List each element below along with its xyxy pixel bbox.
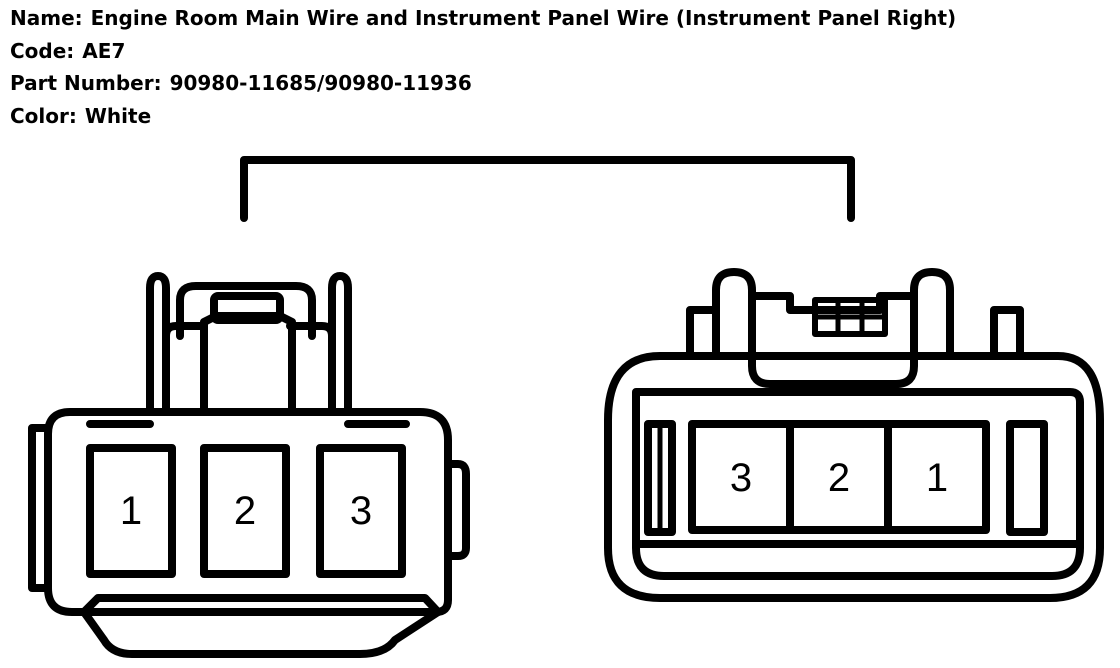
right-connector-shoulder-right bbox=[990, 306, 1024, 360]
color-label: Color: bbox=[10, 103, 77, 128]
left-pin-number-1: 1 bbox=[120, 489, 142, 533]
right-connector-latch-body bbox=[712, 268, 954, 388]
connector-info: Name: Engine Room Main Wire and Instrumen… bbox=[10, 4, 956, 134]
color-value: White bbox=[84, 103, 152, 128]
right-connector: 3 2 1 bbox=[604, 268, 1104, 602]
mating-bracket bbox=[240, 156, 855, 222]
right-pin-cavity-1 bbox=[884, 420, 990, 534]
left-connector-lock-post bbox=[162, 322, 336, 416]
left-connector-left-tab bbox=[28, 424, 52, 592]
left-connector: 1 2 3 bbox=[28, 272, 470, 658]
name-row: Name: Engine Room Main Wire and Instrumen… bbox=[10, 4, 956, 37]
right-connector-inner-frame bbox=[632, 388, 1084, 580]
right-connector-lock-grid bbox=[812, 297, 888, 337]
part-number-row: Part Number: 90980-11685/90980-11936 bbox=[10, 69, 956, 102]
code-value: AE7 bbox=[82, 38, 126, 63]
left-connector-right-tab bbox=[444, 460, 470, 560]
code-label: Code: bbox=[10, 38, 75, 63]
code-row: Code: AE7 bbox=[10, 37, 956, 70]
right-pin-number-2: 2 bbox=[828, 456, 850, 500]
name-label: Name: bbox=[10, 6, 83, 30]
left-connector-latch-arm-right bbox=[328, 272, 352, 416]
left-connector-bottom-skirt bbox=[80, 594, 442, 658]
part-number-label: Part Number: bbox=[10, 71, 162, 95]
left-connector-lock-tab bbox=[210, 292, 284, 324]
right-pin-number-3: 3 bbox=[730, 456, 752, 500]
name-value: Engine Room Main Wire and Instrument Pan… bbox=[90, 6, 957, 30]
left-connector-latch-arm-left bbox=[146, 272, 170, 416]
left-pin-number-3: 3 bbox=[350, 489, 372, 533]
left-pin-cavity-1 bbox=[86, 444, 176, 578]
left-connector-lock-inner bbox=[200, 312, 296, 416]
left-pin-cavity-2 bbox=[200, 444, 290, 578]
left-pin-number-2: 2 bbox=[234, 489, 256, 533]
left-connector-lock-outer bbox=[176, 282, 316, 340]
right-connector-side-slot-right bbox=[1006, 420, 1048, 536]
color-row: Color: White bbox=[10, 102, 956, 135]
left-pin-cavity-3 bbox=[316, 444, 406, 578]
right-pin-number-1: 1 bbox=[926, 456, 948, 500]
part-number-value: 90980-11685/90980-11936 bbox=[169, 71, 472, 95]
right-connector-housing bbox=[604, 352, 1104, 602]
right-connector-latch-inner bbox=[748, 292, 918, 314]
